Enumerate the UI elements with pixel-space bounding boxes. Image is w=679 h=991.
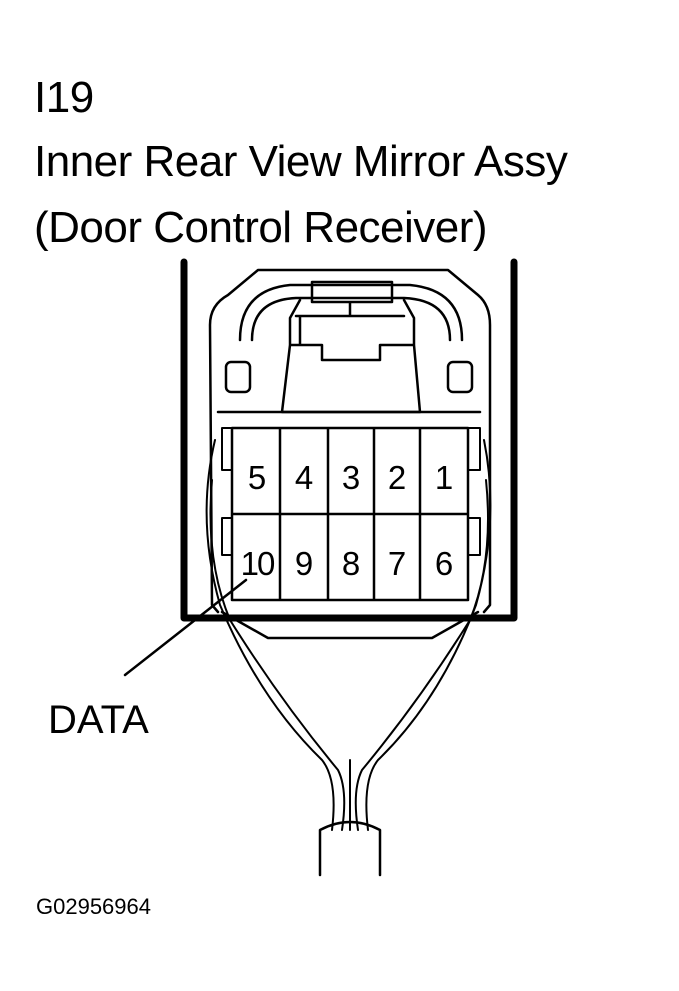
pin-4: 4 [295, 459, 313, 496]
left-boss [224, 360, 252, 394]
pin-8: 8 [342, 545, 360, 582]
lock-tab [280, 280, 422, 414]
connector-code: I19 [34, 73, 94, 122]
wire-harness-left [205, 439, 346, 831]
data-callout-label: DATA [48, 698, 149, 742]
harness-sleeve [318, 820, 382, 877]
connector-outer-frame [180, 258, 518, 622]
pin-9: 9 [295, 545, 313, 582]
pin-10: 10 [241, 545, 275, 582]
connector-subname: (Door Control Receiver) [34, 203, 488, 252]
latch-shroud [238, 283, 464, 342]
connector-housing [208, 268, 492, 640]
right-boss [446, 360, 474, 394]
pin-3: 3 [342, 459, 360, 496]
data-leader-line [123, 578, 248, 677]
pin-5: 5 [248, 459, 266, 496]
pin-grid [230, 426, 470, 602]
connector-name: Inner Rear View Mirror Assy [34, 137, 568, 186]
pin-7: 7 [388, 545, 406, 582]
pin-6: 6 [435, 545, 453, 582]
figure-id: G02956964 [36, 894, 151, 919]
pin-2: 2 [388, 459, 406, 496]
wire-harness-right [349, 439, 492, 831]
pin-1: 1 [435, 459, 453, 496]
